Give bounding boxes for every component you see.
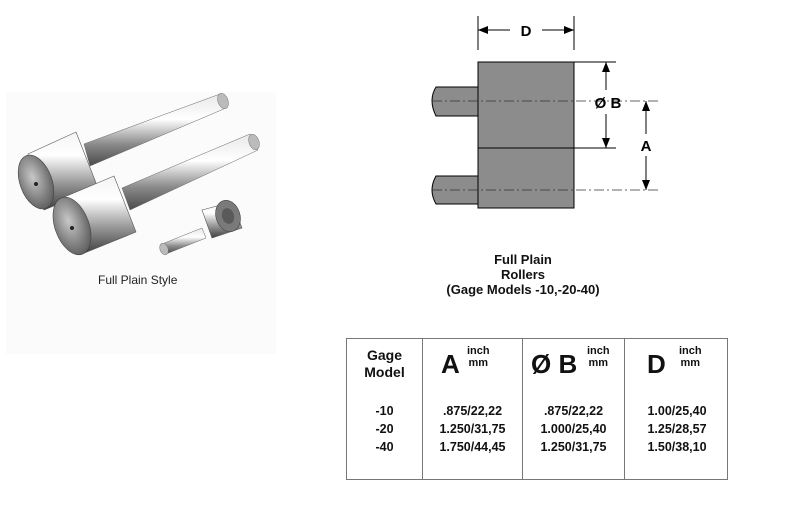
table-cell-b: .875/22,22 — [543, 404, 604, 418]
column-b-header: Ø B inch mm — [523, 339, 624, 391]
column-d-unit: inch mm — [679, 345, 702, 369]
small-roller — [159, 200, 243, 256]
column-b-symbol: Ø B — [531, 349, 578, 379]
lower-roller-body — [477, 147, 575, 209]
table-cell-a: 1.250/31,75 — [439, 422, 506, 436]
unit-inch: inch — [679, 345, 702, 357]
column-b-unit: inch mm — [587, 345, 610, 369]
dimension-a-marker: A — [641, 101, 652, 190]
gage-model-header: Gage Model — [347, 347, 422, 381]
diagram-title-line1: Full Plain — [494, 252, 552, 267]
dimension-d-label: D — [521, 23, 532, 40]
gage-header-line1: Gage — [366, 347, 402, 363]
column-b: Ø B inch mm .875/22,22 1.000/25,40 1.250… — [523, 339, 625, 479]
dimension-b-label: Ø B — [595, 95, 622, 112]
upper-shaft — [431, 86, 479, 117]
column-d-symbol: D — [647, 349, 666, 379]
diagram-title-line2: Rollers — [500, 267, 546, 282]
column-a-header: A inch mm — [423, 339, 522, 391]
table-cell-b: 1.000/25,40 — [540, 422, 607, 436]
upper-roller-body — [477, 61, 575, 149]
table-cell-model: -40 — [375, 440, 394, 454]
lower-roller — [52, 133, 260, 256]
diagram-title: Full Plain Rollers (Gage Models -10,-20-… — [400, 252, 646, 297]
column-gage-model: Gage Model -10 -20 -40 — [347, 339, 423, 479]
dimension-d-marker: D — [477, 16, 575, 50]
column-a-unit: inch mm — [467, 345, 490, 369]
table-cell-model: -20 — [375, 422, 394, 436]
table-cell-a: 1.750/44,45 — [439, 440, 506, 454]
photo-caption: Full Plain Style — [98, 273, 178, 287]
unit-inch: inch — [587, 345, 610, 357]
unit-mm: mm — [468, 357, 489, 369]
table-cell-b: 1.250/31,75 — [540, 440, 607, 454]
column-d-header: D inch mm — [625, 339, 729, 391]
dimension-b-marker: Ø B — [574, 61, 622, 149]
unit-mm: mm — [680, 357, 701, 369]
roller-dimension-diagram: D Ø B A — [431, 16, 658, 209]
table-cell-a: .875/22,22 — [442, 404, 503, 418]
dimension-a-label: A — [641, 138, 652, 155]
roller-illustration — [17, 93, 260, 256]
table-cell-d: 1.00/25,40 — [647, 404, 707, 418]
column-a-symbol: A — [441, 349, 460, 379]
table-cell-d: 1.50/38,10 — [647, 440, 707, 454]
table-cell-d: 1.25/28,57 — [647, 422, 707, 436]
table-cell-model: -10 — [375, 404, 394, 418]
column-a: A inch mm .875/22,22 1.250/31,75 1.750/4… — [423, 339, 523, 479]
diagram-title-line3: (Gage Models -10,-20-40) — [446, 282, 600, 297]
product-photo — [6, 92, 276, 354]
unit-inch: inch — [467, 345, 490, 357]
spec-table: Gage Model -10 -20 -40 A inch mm .875/22… — [346, 338, 728, 480]
gage-header-line2: Model — [364, 364, 405, 380]
column-d: D inch mm 1.00/25,40 1.25/28,57 1.50/38,… — [625, 339, 729, 479]
unit-mm: mm — [588, 357, 609, 369]
